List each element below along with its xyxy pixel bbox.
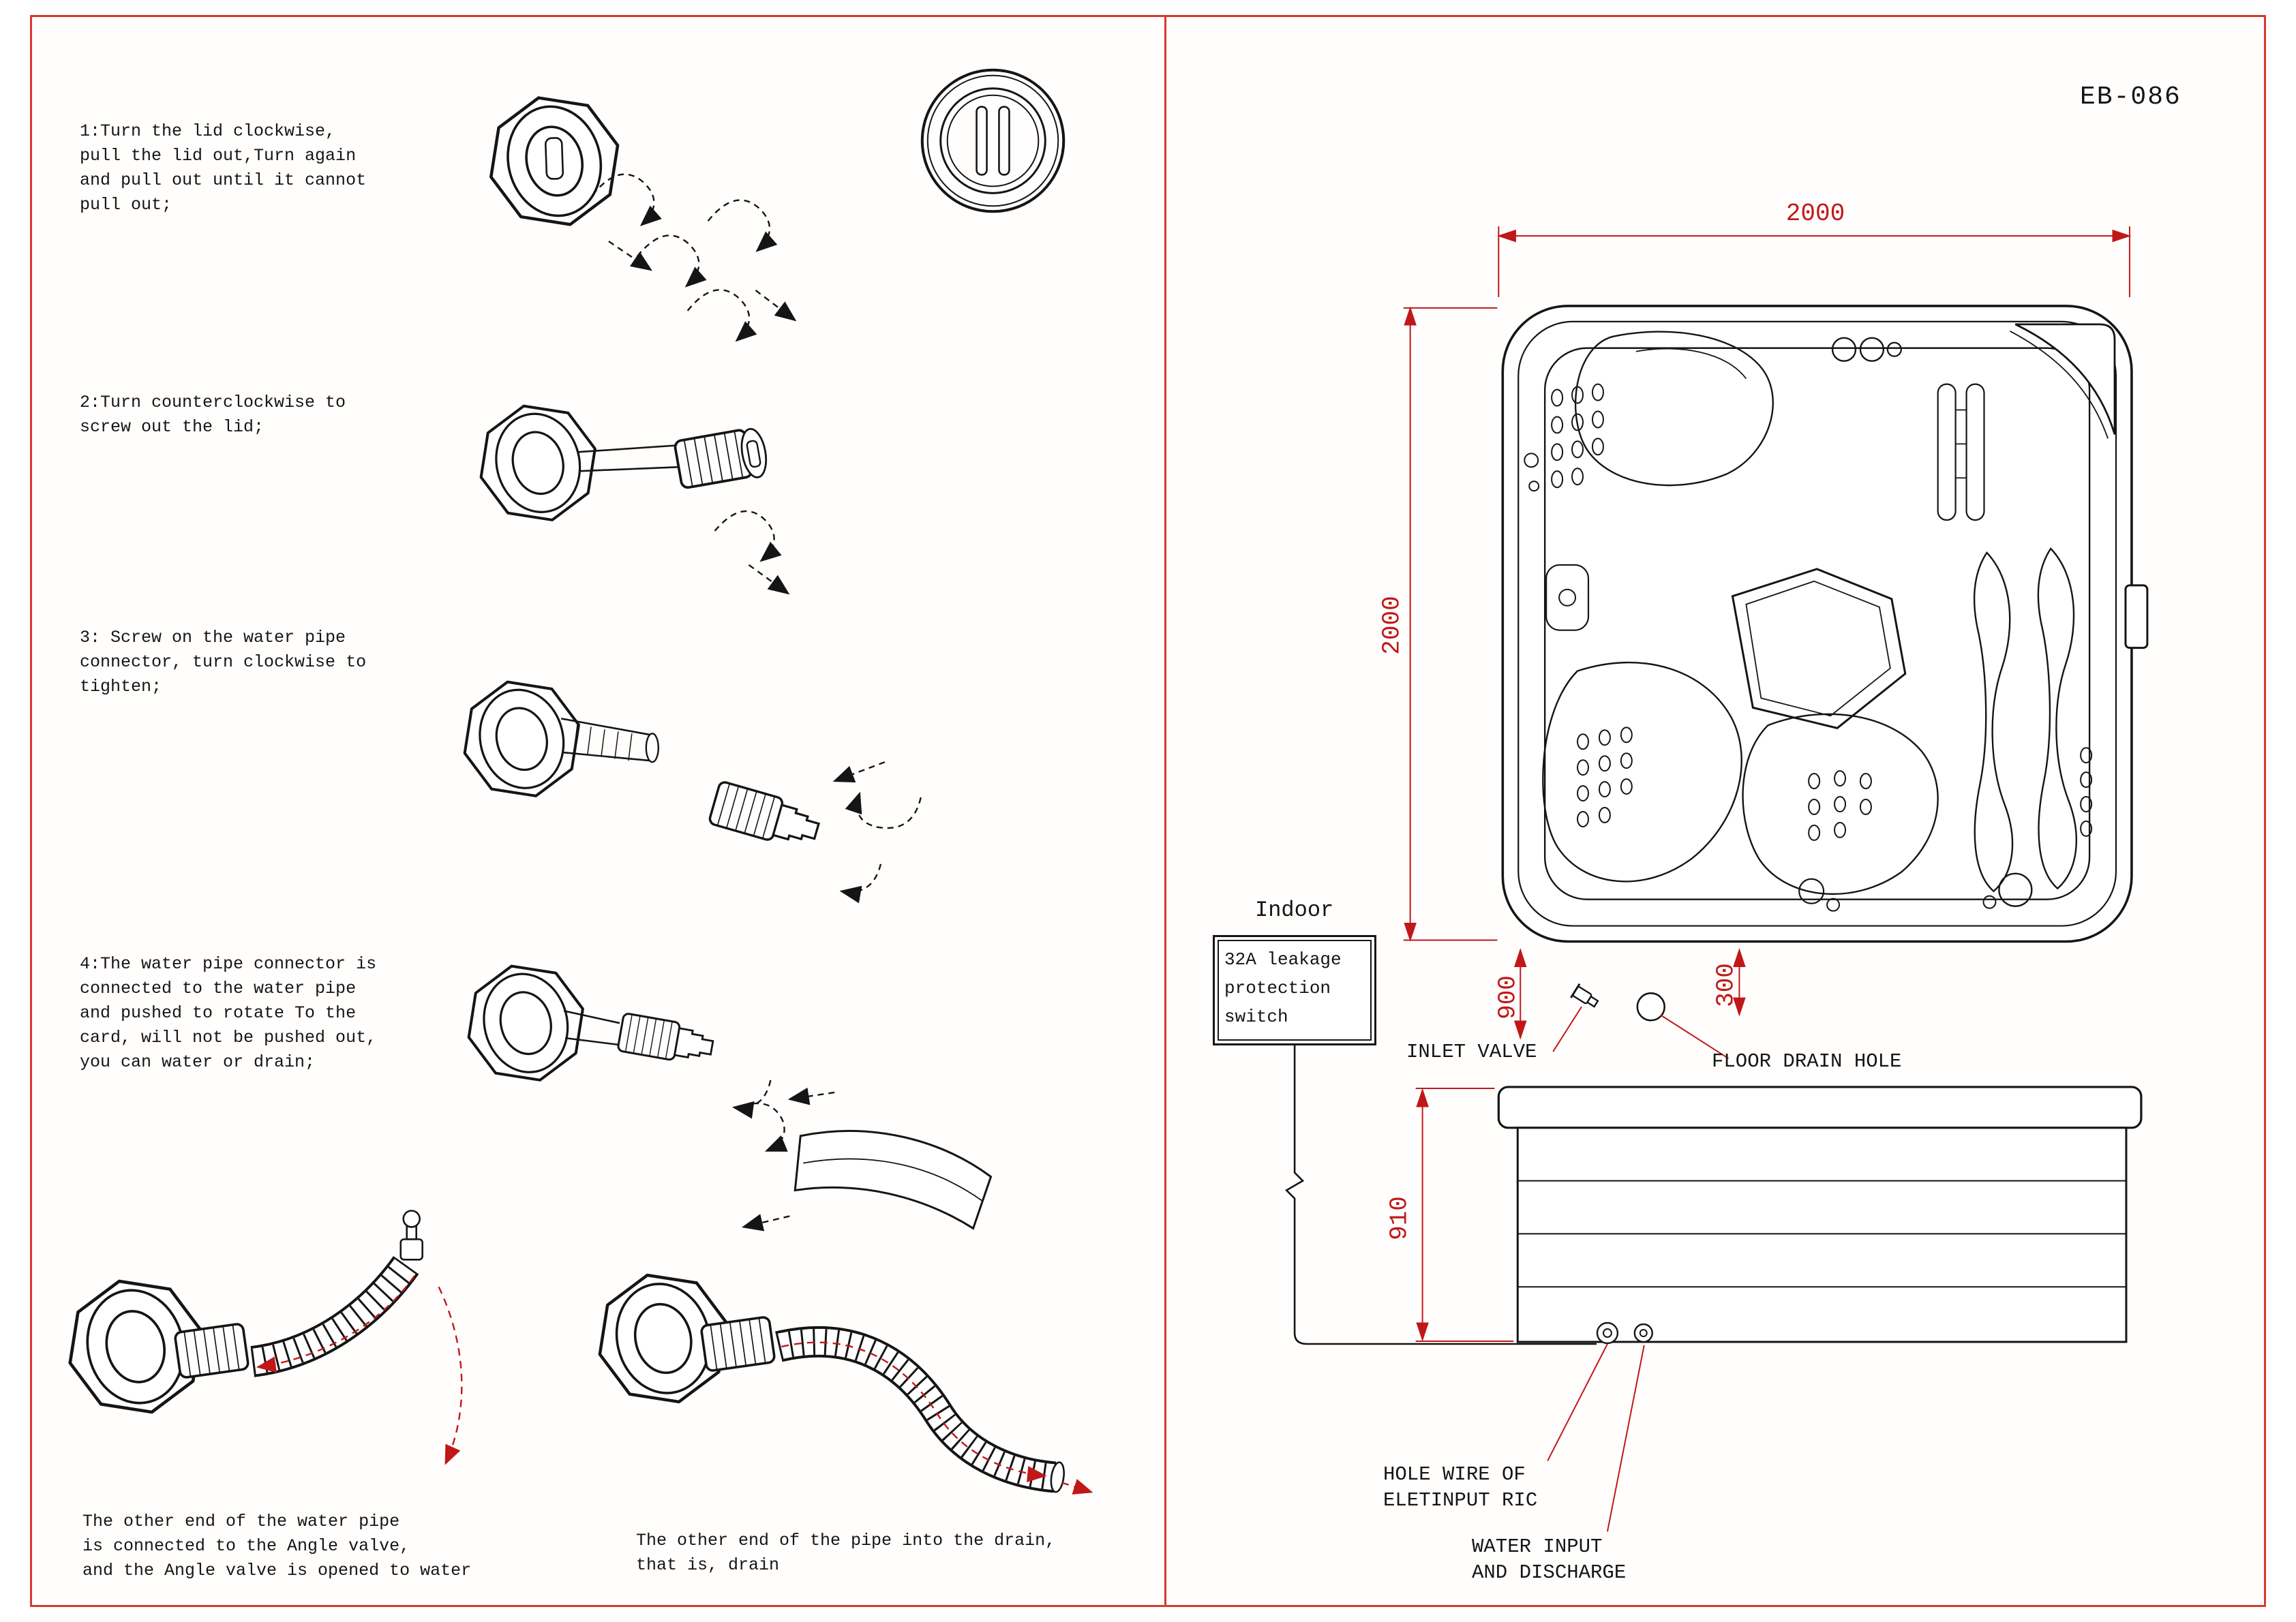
step-4-text: 4:The water pipe connector is connected … — [80, 954, 377, 1072]
control-panel-tab — [2124, 584, 2149, 649]
instructions-panel: 1:Turn the lid clockwise, pull the lid o… — [32, 17, 1164, 1605]
seat-bottom-left — [1542, 662, 1742, 883]
jet-cluster-bottom-middle — [1808, 770, 1872, 841]
hole-wire-label: HOLE WIRE OF ELETINPUT RIC — [1383, 1463, 1538, 1512]
step3-rotation-arrows — [832, 761, 922, 904]
hose-to-angle-valve-drawing — [54, 1210, 463, 1465]
step2-shaft-knob-drawing — [577, 427, 768, 490]
step3-connector-drawing — [707, 780, 822, 848]
hose-flow-arrow — [781, 1341, 1047, 1482]
corner-pillow — [2014, 323, 2116, 435]
leader-inlet-valve — [1552, 1006, 1582, 1052]
hose-flow-arrow — [256, 1275, 415, 1373]
step4-connector-attached-drawing — [563, 1009, 716, 1062]
drain-arrow — [1061, 1479, 1093, 1495]
step4-insert-arrows — [731, 1080, 835, 1231]
step3-threaded-stub-drawing — [560, 718, 659, 763]
dim-height-label: 910 — [1385, 1196, 1414, 1240]
plan-drawings — [1285, 226, 2149, 1532]
hose-to-drain-drawing — [584, 1259, 1093, 1495]
lounge-right-outer — [2037, 547, 2077, 890]
step3-flange-drawing — [451, 668, 593, 810]
seat-top-left — [1574, 331, 1774, 487]
step-3-text: 3: Screw on the water pipe connector, tu… — [80, 628, 367, 697]
step1-lid-flange-drawing — [475, 82, 633, 240]
step4-flange-drawing — [455, 952, 597, 1095]
indoor-label: Indoor — [1255, 898, 1334, 923]
step-1-text: 1:Turn the lid clockwise, pull the lid o… — [80, 121, 367, 215]
page-border: 1:Turn the lid clockwise, pull the lid o… — [30, 15, 2266, 1607]
lounge-right-inner — [1973, 551, 2014, 893]
power-wire — [1285, 1045, 1597, 1345]
dim-depth-label: 2000 — [1378, 596, 1406, 655]
lid-drawing — [920, 68, 1066, 213]
leader-floor-drain — [1660, 1014, 1729, 1059]
water-io-label: WATER INPUT AND DISCHARGE — [1472, 1535, 1627, 1584]
step2-rotation-arrows — [714, 510, 790, 595]
step2-flange-drawing — [467, 392, 609, 534]
dim-drain-label: 300 — [1712, 963, 1740, 1007]
dim-inlet-label: 900 — [1494, 975, 1522, 1020]
step-2-text: 2:Turn counterclockwise to screw out the… — [80, 393, 346, 437]
leakage-switch-box: 32A leakage protection switch — [1213, 935, 1376, 1045]
jet-cluster-right — [2080, 747, 2093, 837]
caption-angle-valve: The other end of the water pipe is conne… — [82, 1512, 472, 1580]
dimension-lines — [1403, 226, 2132, 1342]
hot-tub-side-view — [1497, 1086, 2143, 1345]
dim-width-label: 2000 — [1785, 200, 1845, 228]
seat-bottom-middle — [1742, 713, 1939, 896]
leader-hole-wire — [1547, 1343, 1608, 1461]
inlet-valve-symbol — [1570, 983, 1599, 1008]
inlet-valve-label: INLET VALVE — [1406, 1041, 1537, 1063]
leader-water-io — [1606, 1345, 1645, 1532]
hot-tub-top-view — [1501, 305, 2149, 943]
leakage-switch-label: 32A leakage protection switch — [1218, 940, 1372, 1041]
drawing-panel: EB-086 2000 2000 900 300 910 Indoor 32A … — [1164, 17, 2268, 1605]
step1-rotation-arrows — [592, 173, 797, 342]
angle-valve-symbol — [399, 1210, 423, 1261]
jet-cluster-left — [1551, 383, 1604, 489]
step4-water-pipe-drawing — [794, 1130, 993, 1230]
footwell — [1731, 568, 1907, 729]
model-code: EB-086 — [2080, 82, 2181, 112]
hose-flow-arrow — [438, 1286, 463, 1465]
jet-cluster-bottom-left — [1577, 726, 1633, 827]
instruction-drawings — [32, 68, 1093, 1495]
leader-lines — [1547, 1006, 1729, 1532]
caption-drain: The other end of the pipe into the drain… — [636, 1531, 1056, 1575]
floor-drain-label: FLOOR DRAIN HOLE — [1712, 1050, 1902, 1073]
floor-drain-symbol — [1636, 992, 1665, 1022]
